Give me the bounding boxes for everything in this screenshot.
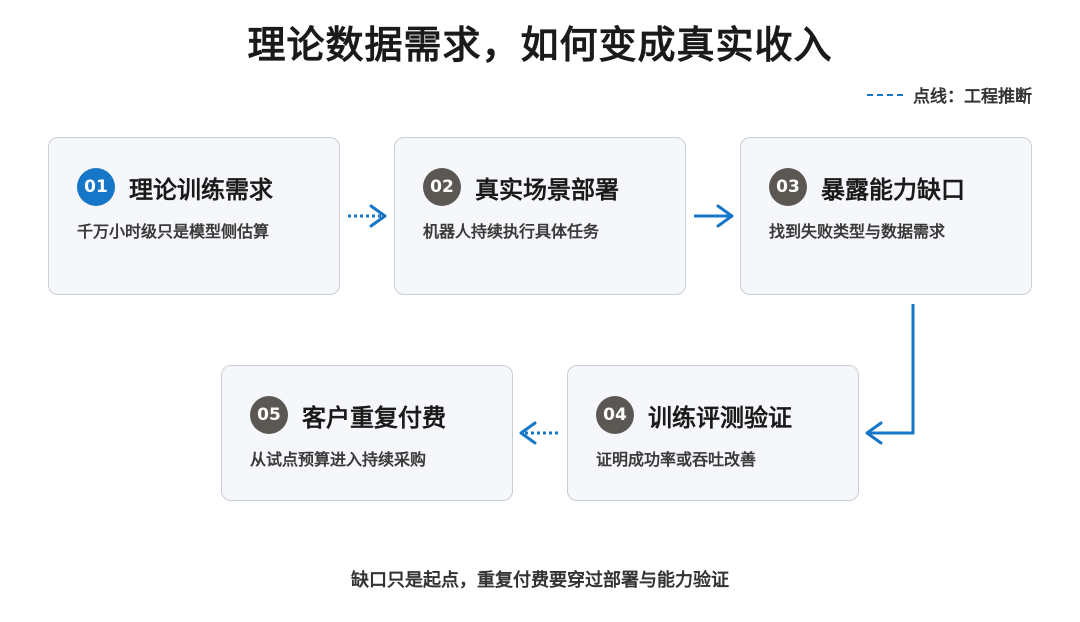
step-number-badge: 05 xyxy=(250,396,288,434)
dotted-arrow-04-05 xyxy=(519,421,558,445)
step-title: 真实场景部署 xyxy=(475,175,619,204)
step-number-badge: 02 xyxy=(423,168,461,206)
step-description: 找到失败类型与数据需求 xyxy=(769,222,946,241)
elbow-arrow-03-04 xyxy=(865,304,915,445)
step-title: 暴露能力缺口 xyxy=(821,175,965,204)
step-description: 千万小时级只是模型侧估算 xyxy=(77,222,270,241)
dotted-arrow-01-02 xyxy=(348,204,387,228)
legend-label: 点线：工程推断 xyxy=(913,87,1032,107)
solid-arrow-02-03 xyxy=(694,204,734,228)
step-number-badge: 04 xyxy=(596,396,634,434)
step-card-02: 02 真实场景部署 机器人持续执行具体任务 xyxy=(394,137,686,295)
step-description: 证明成功率或吞吐改善 xyxy=(596,450,757,469)
dotted-line-icon xyxy=(867,93,903,96)
page-title: 理论数据需求，如何变成真实收入 xyxy=(247,23,833,67)
legend: 点线：工程推断 xyxy=(867,82,1032,107)
step-card-01: 01 理论训练需求 千万小时级只是模型侧估算 xyxy=(48,137,340,295)
step-title: 客户重复付费 xyxy=(302,403,446,432)
step-title: 训练评测验证 xyxy=(648,403,792,432)
step-card-04: 04 训练评测验证 证明成功率或吞吐改善 xyxy=(567,365,859,501)
step-number-badge: 03 xyxy=(769,168,807,206)
step-title: 理论训练需求 xyxy=(129,175,273,204)
footer-caption: 缺口只是起点，重复付费要穿过部署与能力验证 xyxy=(351,570,729,591)
step-description: 机器人持续执行具体任务 xyxy=(423,222,600,241)
step-card-03: 03 暴露能力缺口 找到失败类型与数据需求 xyxy=(740,137,1032,295)
step-number-badge: 01 xyxy=(77,168,115,206)
step-description: 从试点预算进入持续采购 xyxy=(250,450,427,469)
step-card-05: 05 客户重复付费 从试点预算进入持续采购 xyxy=(221,365,513,501)
